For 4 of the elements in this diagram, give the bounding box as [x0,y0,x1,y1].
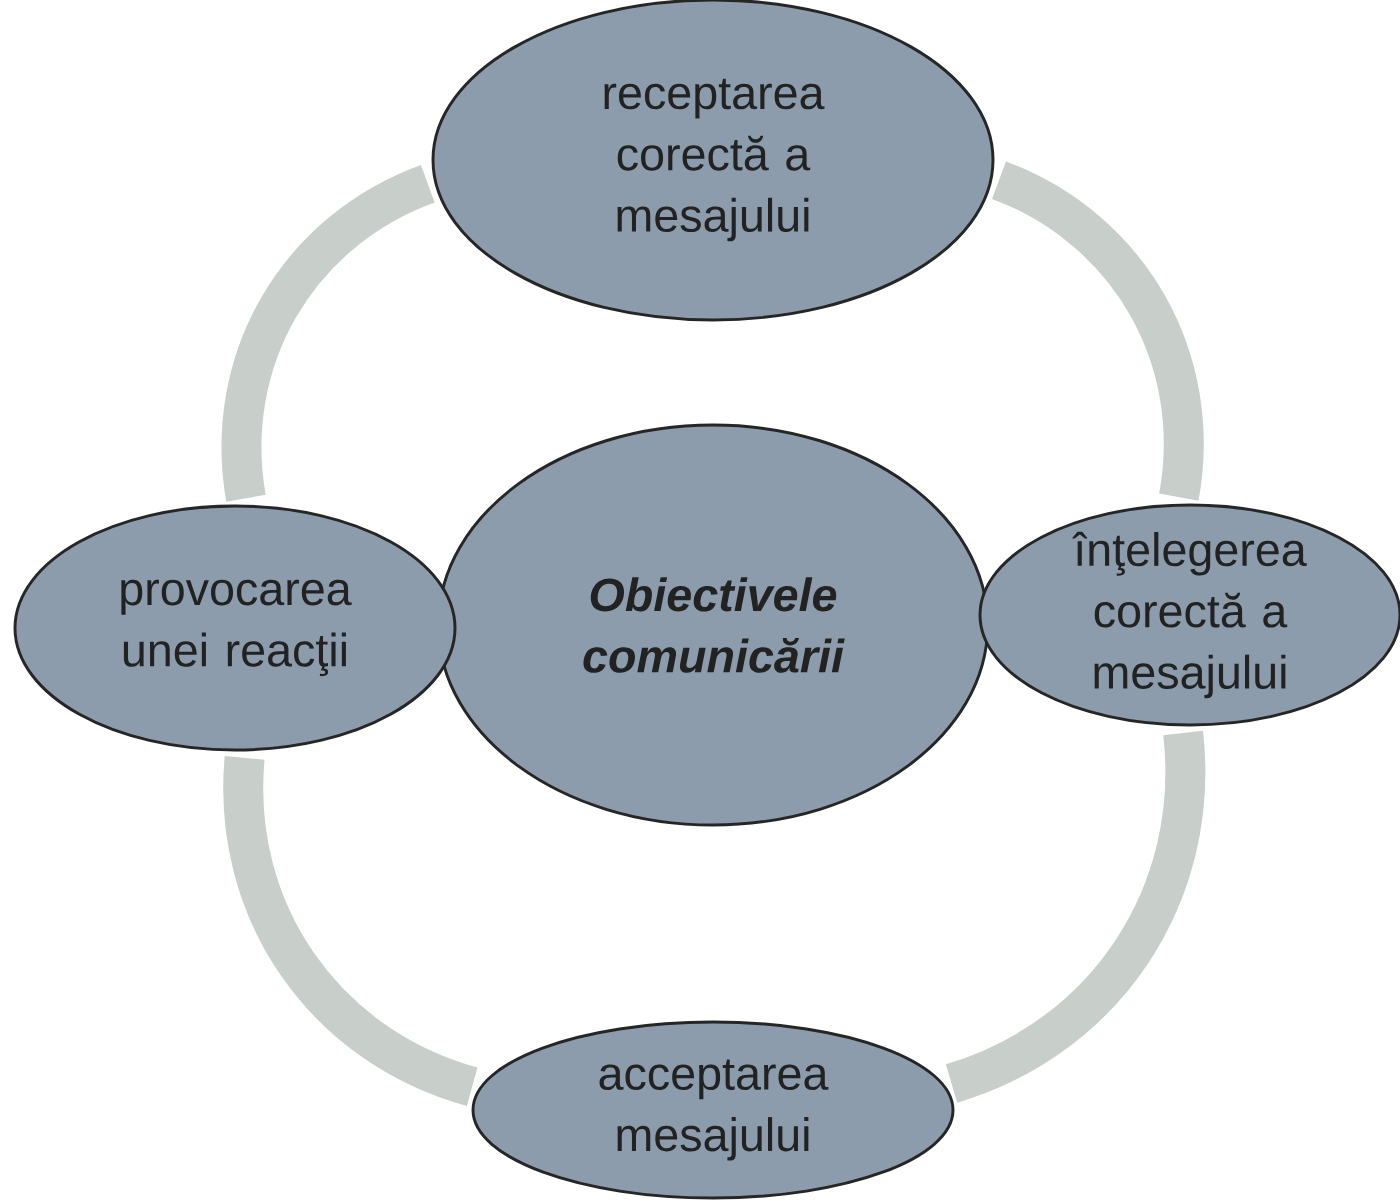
ring-arc [221,165,436,501]
ring-arc [944,731,1206,1103]
ring-arc [990,161,1204,500]
ring-arc [223,757,479,1106]
